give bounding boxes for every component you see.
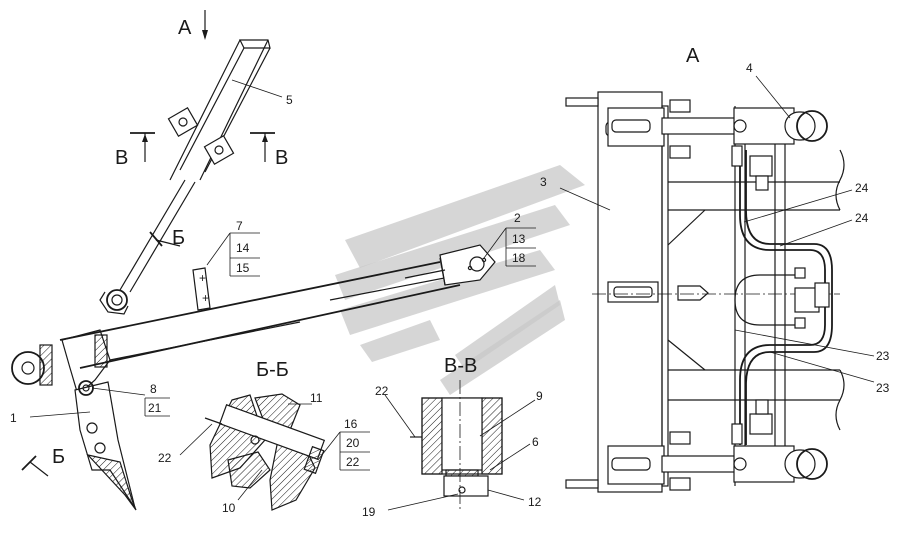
callout-7: 7 <box>236 219 243 233</box>
callout-22-stack: 22 <box>346 455 360 469</box>
callout-5: 5 <box>286 93 293 107</box>
section-vv-title: В-В <box>444 355 477 377</box>
cut-b-right-label: Б <box>172 227 185 249</box>
callout-13: 13 <box>512 232 526 246</box>
section-bb: Б-Б <box>179 359 370 511</box>
callout-24-lower: 24 <box>855 211 869 225</box>
cut-b-left-label: Б <box>52 446 65 468</box>
callout-14: 14 <box>236 241 250 255</box>
view-a: А <box>565 45 845 493</box>
callout-11: 11 <box>310 391 323 405</box>
left-leaders <box>29 79 536 418</box>
callout-19: 19 <box>362 505 376 519</box>
callout-15: 15 <box>236 261 250 275</box>
callout-6: 6 <box>532 435 539 449</box>
callout-16: 16 <box>344 417 358 431</box>
cut-v-left-label: В <box>115 147 128 169</box>
cut-v-marks: В В <box>115 132 288 169</box>
arrow-a-label: А <box>178 17 192 39</box>
svg-text:+: + <box>202 291 209 305</box>
view-a-title: А <box>686 45 700 67</box>
callout-8: 8 <box>150 382 157 396</box>
callout-2: 2 <box>514 211 521 225</box>
callout-4: 4 <box>746 61 753 75</box>
view-a-leaders <box>559 75 875 383</box>
section-bb-title: Б-Б <box>256 359 289 381</box>
callout-9: 9 <box>536 389 543 403</box>
callout-10: 10 <box>222 501 236 515</box>
callout-18: 18 <box>512 251 526 265</box>
section-vv: В-В <box>384 355 536 512</box>
callout-20: 20 <box>346 436 360 450</box>
left-side-view: + + <box>11 39 496 511</box>
callout-12: 12 <box>528 495 542 509</box>
cut-b-lower: Б <box>21 446 65 477</box>
callout-24-upper: 24 <box>855 181 869 195</box>
callout-23-lower: 23 <box>876 381 890 395</box>
callout-22-vv: 22 <box>375 384 389 398</box>
svg-text:+: + <box>199 271 206 285</box>
callout-21: 21 <box>148 401 162 415</box>
callout-23-upper: 23 <box>876 349 890 363</box>
cut-b-upper: Б <box>149 227 185 249</box>
cut-v-right-label: В <box>275 147 288 169</box>
callout-3: 3 <box>540 175 547 189</box>
callout-1: 1 <box>10 411 17 425</box>
callout-22-bb: 22 <box>158 451 172 465</box>
view-a-arrow: А <box>178 10 208 40</box>
